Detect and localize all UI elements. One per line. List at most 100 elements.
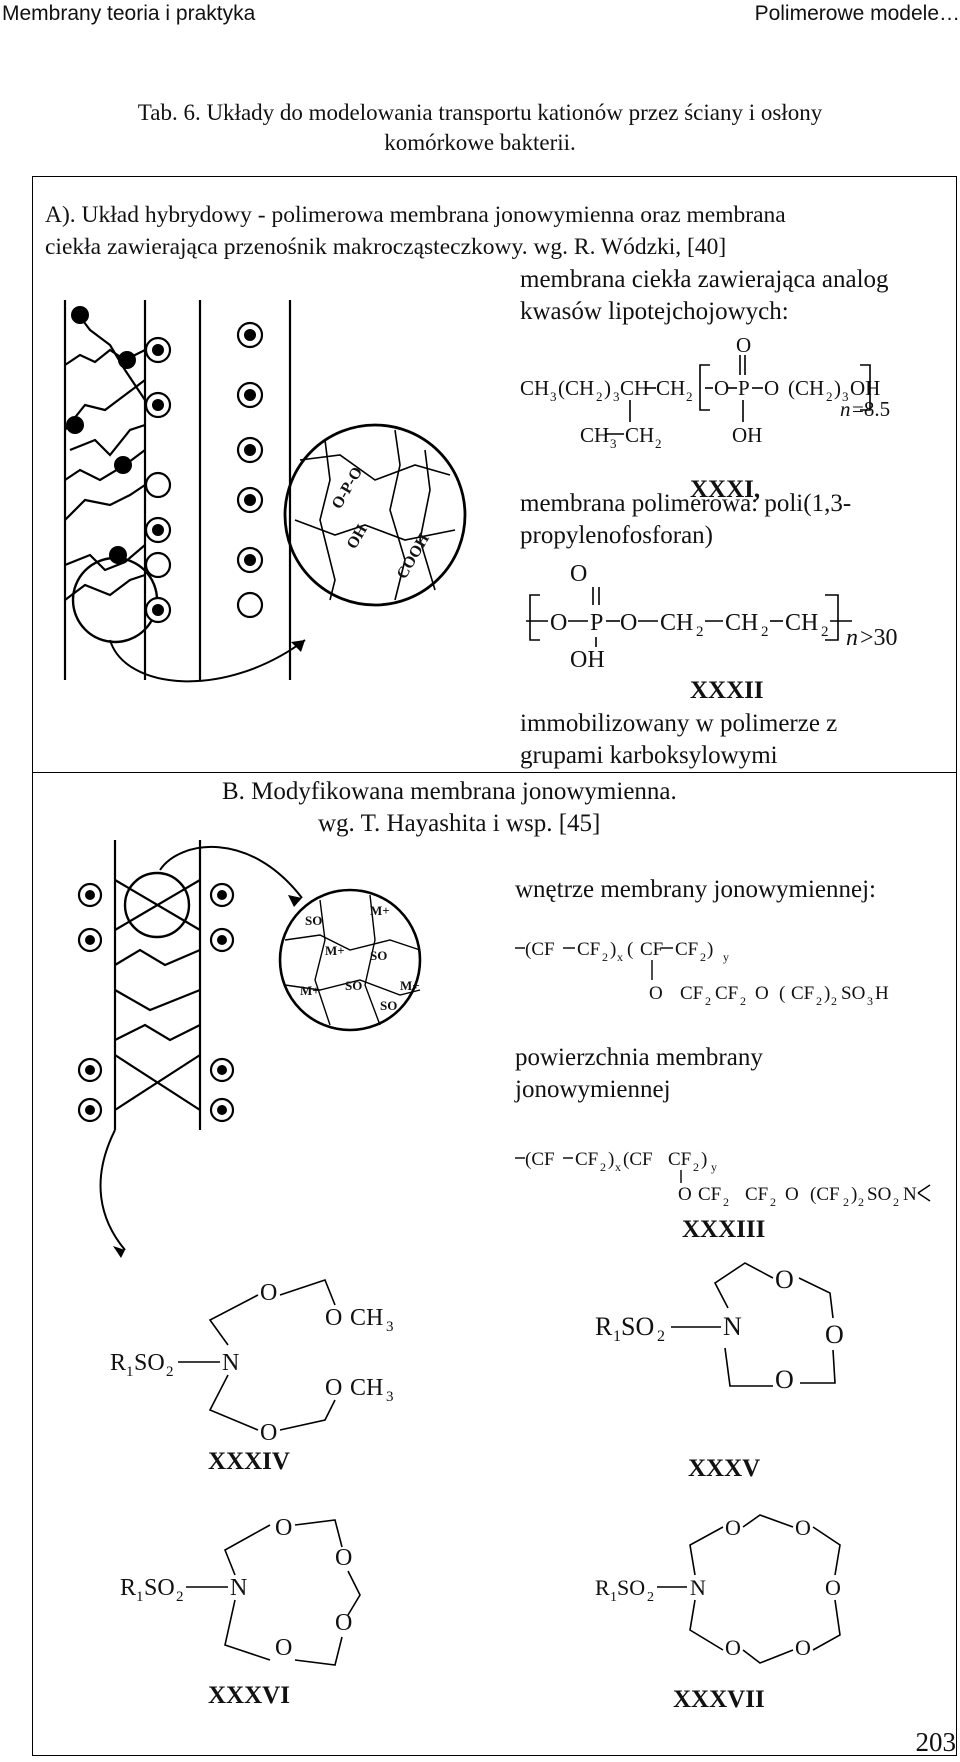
svg-text:SO: SO <box>867 1184 891 1205</box>
immobilized-line2: grupami karboksylowymi <box>520 742 778 769</box>
svg-text:H: H <box>875 983 889 1004</box>
svg-text:R: R <box>120 1575 136 1601</box>
svg-text:OH: OH <box>732 423 762 447</box>
svg-text:(CF: (CF <box>810 1184 840 1205</box>
svg-text:N: N <box>690 1575 706 1600</box>
polymer-membrane-line1: membrana polimerowa: poli(1,3- <box>520 490 852 517</box>
svg-text:O: O <box>550 610 567 636</box>
svg-text:R: R <box>110 1350 126 1376</box>
surface-label-line1: powierzchnia membrany <box>515 1044 763 1071</box>
svg-text:2: 2 <box>723 1195 729 1209</box>
svg-text:SO: SO <box>370 948 387 963</box>
svg-text:O: O <box>785 1184 799 1205</box>
svg-text:O: O <box>825 1575 841 1600</box>
membrane-model-b-diagram: SOM+ M+SO M+SO M+SO <box>77 840 422 1258</box>
svg-text:CF: CF <box>745 1184 768 1205</box>
svg-text:=8.5: =8.5 <box>852 397 890 421</box>
svg-text:(CH: (CH <box>788 376 824 400</box>
svg-text:CF: CF <box>698 1184 721 1205</box>
svg-text:y: y <box>711 1160 717 1174</box>
svg-text:1: 1 <box>126 1364 134 1380</box>
svg-text:N: N <box>222 1350 239 1376</box>
svg-text:CH: CH <box>350 1375 383 1401</box>
compound-label-xxxvii: XXXVII <box>673 1686 765 1713</box>
svg-text:M+: M+ <box>325 943 345 958</box>
svg-text:O: O <box>725 1635 741 1660</box>
svg-text:): ) <box>707 939 713 960</box>
section-a-title-line1: A). Układ hybrydowy - polimerowa membran… <box>45 202 786 228</box>
svg-text:): ) <box>851 1184 857 1205</box>
svg-text:M+: M+ <box>370 903 390 918</box>
svg-text:(CF: (CF <box>525 1149 555 1170</box>
svg-text:y: y <box>723 950 729 964</box>
svg-text:CF: CF <box>715 983 738 1004</box>
table-frame <box>32 176 957 1756</box>
svg-text:2: 2 <box>821 624 829 640</box>
svg-text:M+: M+ <box>300 983 320 998</box>
svg-text:x: x <box>615 1160 621 1174</box>
compound-label-xxxi: XXXI, <box>690 476 761 503</box>
svg-text:2: 2 <box>705 994 711 1008</box>
svg-text:O: O <box>825 1320 844 1349</box>
svg-text:1: 1 <box>613 1328 621 1345</box>
svg-text:3: 3 <box>550 389 557 404</box>
running-header-left: Membrany teoria i praktyka <box>2 2 256 25</box>
polymer-membrane-line2: propylenofosforan) <box>520 522 713 549</box>
svg-text:(CF: (CF <box>525 939 555 960</box>
compound-label-xxxv: XXXV <box>688 1455 761 1482</box>
svg-text:2: 2 <box>858 1195 864 1209</box>
table-caption-line2: komórkowe bakterii. <box>384 130 576 155</box>
svg-text:(CH: (CH <box>558 376 594 400</box>
svg-text:CF: CF <box>675 939 698 960</box>
svg-text:(: ( <box>627 939 633 960</box>
svg-text:(CF: (CF <box>623 1149 653 1170</box>
svg-text:2: 2 <box>693 1160 699 1174</box>
svg-text:n: n <box>846 625 858 651</box>
svg-text:2: 2 <box>831 994 837 1008</box>
svg-text:CF: CF <box>791 983 814 1004</box>
svg-text:SO: SO <box>345 978 362 993</box>
svg-text:O: O <box>764 376 779 400</box>
svg-text:O: O <box>725 1515 741 1540</box>
svg-text:CH: CH <box>660 610 693 636</box>
svg-text:CH: CH <box>656 376 685 400</box>
svg-text:SO: SO <box>144 1575 175 1601</box>
svg-text:O: O <box>570 561 587 587</box>
svg-text:): ) <box>604 376 611 400</box>
svg-text:3: 3 <box>613 389 620 404</box>
svg-text:N: N <box>723 1312 742 1341</box>
svg-text:O: O <box>325 1375 342 1401</box>
svg-text:M+: M+ <box>400 978 420 993</box>
svg-text:O-P-O: O-P-O <box>329 464 366 512</box>
svg-text:3: 3 <box>610 436 617 451</box>
svg-text:x: x <box>617 950 623 964</box>
svg-text:SO: SO <box>617 1575 645 1600</box>
svg-text:>30: >30 <box>860 625 898 651</box>
svg-text:2: 2 <box>600 1160 606 1174</box>
svg-text:2: 2 <box>166 1364 174 1380</box>
svg-text:O: O <box>755 983 769 1004</box>
compound-label-xxxvi: XXXVI <box>208 1682 290 1709</box>
svg-text:(: ( <box>779 983 785 1004</box>
svg-text:2: 2 <box>700 950 706 964</box>
compound-label-xxxii: XXXII <box>690 677 764 704</box>
svg-text:1: 1 <box>610 1590 617 1605</box>
svg-text:2: 2 <box>686 389 693 404</box>
svg-text:O: O <box>795 1515 811 1540</box>
svg-text:O: O <box>620 610 637 636</box>
svg-text:SO: SO <box>380 998 397 1013</box>
svg-text:OH: OH <box>570 647 605 673</box>
svg-text:R: R <box>595 1312 613 1341</box>
svg-text:CF: CF <box>575 1149 598 1170</box>
svg-text:N: N <box>903 1184 917 1205</box>
svg-text:P: P <box>590 610 603 636</box>
svg-text:2: 2 <box>602 950 608 964</box>
svg-text:O: O <box>335 1610 352 1636</box>
svg-text:CF: CF <box>668 1149 691 1170</box>
svg-text:): ) <box>701 1149 707 1170</box>
